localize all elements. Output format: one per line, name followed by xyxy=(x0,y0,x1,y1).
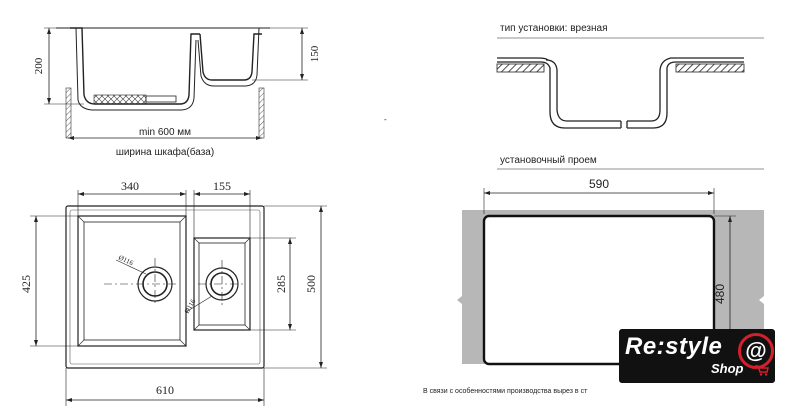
shopping-cart-icon xyxy=(755,365,769,376)
cut-height-dim: 480 xyxy=(713,284,727,304)
at-sign-icon: @ xyxy=(738,333,774,369)
cabinet-width-label: ширина шкафа(база) xyxy=(116,146,214,158)
logo-shop-text: Shop xyxy=(711,361,744,376)
top-view: Ø116 Ø116 340 155 425 285 xyxy=(19,179,327,406)
dim-left-bowl-width: 340 xyxy=(121,179,139,193)
installation-type-diagram: тип установки: врезная xyxy=(496,23,764,129)
stray-mark: - xyxy=(384,115,387,124)
dim-right-bowl-height: 285 xyxy=(274,275,288,293)
drain-left-label: Ø116 xyxy=(117,254,135,268)
dim-overall-height: 500 xyxy=(304,275,318,293)
opening-label: установочный проем xyxy=(500,155,597,166)
dim-left-bowl-height: 425 xyxy=(19,275,33,293)
side-section-view: 200 150 min 600 мм ширина шкафа(база) xyxy=(33,27,321,158)
footnote: В связи с особенностями производства выр… xyxy=(423,387,588,395)
min-width-label: min 600 мм xyxy=(139,127,191,138)
install-type-label: тип установки: врезная xyxy=(500,23,608,34)
dim-right-bowl-width: 155 xyxy=(213,179,231,193)
dim-depth-small: 150 xyxy=(309,45,321,62)
cut-width-dim: 590 xyxy=(589,177,609,191)
dim-overall-width: 610 xyxy=(156,383,174,397)
logo-brand-text: Re:style xyxy=(625,333,723,360)
cutout-diagram: установочный проем 590 480 В связи с осо… xyxy=(423,155,764,395)
restyle-shop-logo[interactable]: Re:style @ Shop xyxy=(619,329,775,383)
dim-depth-main: 200 xyxy=(33,57,45,74)
